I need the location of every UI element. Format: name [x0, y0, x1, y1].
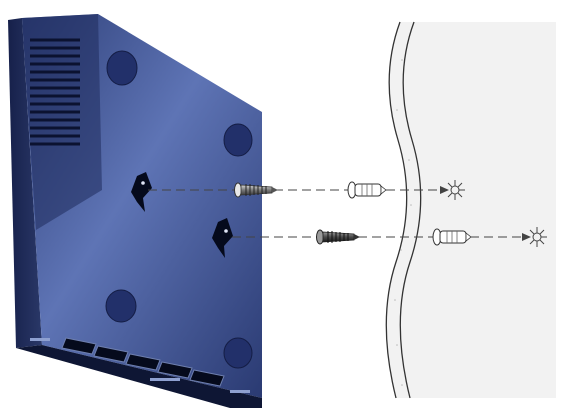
- guide-lines: [148, 189, 528, 238]
- network-switch: [8, 14, 262, 408]
- screw-lower: [316, 229, 360, 245]
- ethernet-port: [125, 353, 161, 371]
- ethernet-port: [93, 345, 129, 363]
- ethernet-port: [157, 361, 193, 379]
- screw-upper: [234, 182, 278, 198]
- guide-arrowheads: [440, 186, 531, 241]
- wall-anchor-upper: [347, 181, 387, 199]
- rubber-foot: [223, 123, 253, 157]
- arrowhead-lower: [522, 233, 531, 241]
- drill-target-upper: [447, 180, 465, 200]
- rubber-foot: [105, 289, 137, 323]
- keyhole-slot-lower: [212, 218, 233, 258]
- keyhole-slots: [131, 172, 233, 258]
- rubber-foot: [223, 337, 253, 369]
- wall-surface: [386, 22, 556, 398]
- ethernet-port: [189, 369, 225, 387]
- ethernet-port: [61, 337, 97, 355]
- ethernet-ports: [61, 337, 225, 387]
- vent-slots: [30, 38, 80, 146]
- switch-side-panel: [8, 18, 42, 348]
- switch-front-face: [22, 14, 102, 230]
- port-labels: [30, 338, 250, 393]
- rubber-feet: [105, 50, 253, 369]
- switch-bottom-edge: [16, 345, 262, 408]
- wall-edge-inner: [399, 21, 422, 399]
- wall: [385, 21, 556, 399]
- wall-edge-outer: [385, 21, 408, 399]
- drill-target-lower: [529, 227, 547, 247]
- rubber-foot: [106, 50, 138, 86]
- keyhole-slot-upper: [131, 172, 152, 212]
- arrowhead-upper: [440, 186, 449, 194]
- wall-anchor-lower: [432, 228, 472, 246]
- wall-texture: [394, 59, 412, 386]
